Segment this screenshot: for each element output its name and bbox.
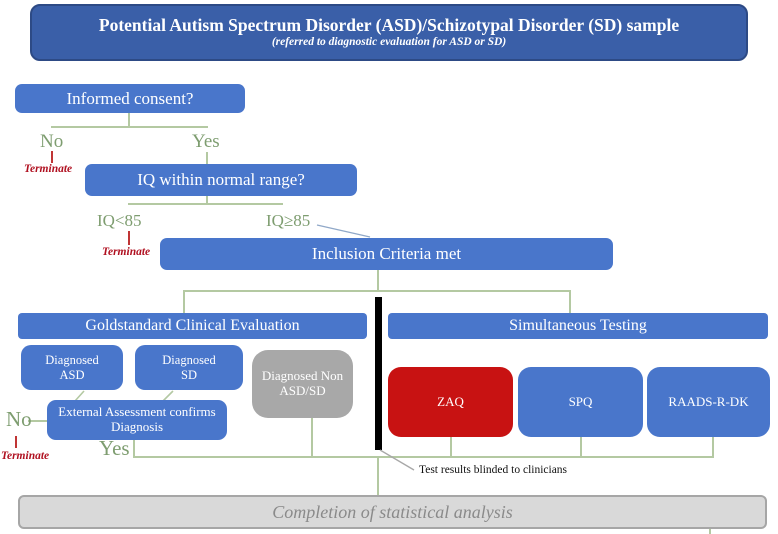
node-raads: RAADS-R-DK xyxy=(647,367,770,437)
connector-merge-horizontal xyxy=(133,456,714,458)
node-simultaneous-label: Simultaneous Testing xyxy=(509,316,647,334)
terminate-label-consent: Terminate xyxy=(24,163,73,175)
page-title: Potential Autism Spectrum Disorder (ASD)… xyxy=(98,15,680,36)
node-iq-range: IQ within normal range? xyxy=(85,164,357,196)
node-diagnosed-sd: Diagnosed SD xyxy=(135,345,243,390)
node-informed-consent-label: Informed consent? xyxy=(66,88,194,108)
connector-to-completion xyxy=(377,456,379,495)
node-inclusion-criteria: Inclusion Criteria met xyxy=(160,238,613,270)
connector-no2-dash xyxy=(28,420,47,422)
connector-arms-branch xyxy=(183,290,571,292)
connector-inclusion-down xyxy=(377,270,379,290)
connector-iq-branch xyxy=(128,203,283,205)
node-completion-analysis: Completion of statistical analysis xyxy=(18,495,767,529)
connector-nonasd-down xyxy=(311,418,313,456)
connector-consent-branch xyxy=(51,126,208,128)
connector-spq-down xyxy=(580,437,582,456)
terminate-label-iq: Terminate xyxy=(102,246,151,258)
node-spq: SPQ xyxy=(518,367,643,437)
node-goldstandard-evaluation: Goldstandard Clinical Evaluation xyxy=(18,313,367,339)
branch-label-yes-external: Yes xyxy=(99,436,130,460)
node-goldstandard-label: Goldstandard Clinical Evaluation xyxy=(85,316,300,334)
connector-simultaneous-drop xyxy=(569,290,571,313)
node-diagnosed-sd-label: Diagnosed SD xyxy=(162,353,216,382)
node-diagnosed-asd: Diagnosed ASD xyxy=(21,345,123,390)
node-informed-consent: Informed consent? xyxy=(15,84,245,113)
connector-no2-terminate xyxy=(15,436,17,448)
node-diagnosed-non-label: Diagnosed Non ASD/SD xyxy=(261,368,344,398)
connector-iq-down xyxy=(206,196,208,203)
node-diagnosed-non-asd-sd: Diagnosed Non ASD/SD xyxy=(252,350,353,418)
leader-blinded-note xyxy=(379,449,415,471)
branch-label-iq-low: IQ<85 xyxy=(97,211,142,230)
branch-label-yes-consent: Yes xyxy=(192,131,220,152)
connector-no1-terminate xyxy=(51,151,53,163)
node-inclusion-criteria-label: Inclusion Criteria met xyxy=(311,244,462,264)
connector-raads-down xyxy=(712,437,714,456)
leader-iqhigh-to-inclusion xyxy=(316,224,371,238)
connector-consent-down xyxy=(128,112,130,126)
branch-label-iq-high: IQ≥85 xyxy=(266,211,311,230)
node-external-assessment-label: External Assessment confirms Diagnosis xyxy=(58,404,216,434)
branch-label-no-external: No xyxy=(6,407,32,431)
blinding-divider-bar xyxy=(375,297,382,450)
page-subtitle: (referred to diagnostic evaluation for A… xyxy=(271,36,507,49)
connector-iqlow-terminate xyxy=(128,231,130,245)
header-box: Potential Autism Spectrum Disorder (ASD)… xyxy=(30,4,748,61)
terminate-label-external: Terminate xyxy=(1,450,50,462)
connector-zaq-down xyxy=(450,437,452,456)
node-raads-label: RAADS-R-DK xyxy=(668,393,749,409)
node-spq-label: SPQ xyxy=(568,393,593,409)
node-diagnosed-asd-label: Diagnosed ASD xyxy=(45,353,99,382)
node-zaq: ZAQ xyxy=(388,367,513,437)
branch-label-no-consent: No xyxy=(40,131,64,152)
connector-goldstandard-drop xyxy=(183,290,185,313)
node-zaq-label: ZAQ xyxy=(437,393,464,409)
node-simultaneous-testing: Simultaneous Testing xyxy=(388,313,768,339)
node-external-assessment: External Assessment confirms Diagnosis xyxy=(47,400,227,440)
blinded-note: Test results blinded to clinicians xyxy=(419,464,568,476)
node-iq-range-label: IQ within normal range? xyxy=(137,170,305,190)
node-completion-label: Completion of statistical analysis xyxy=(272,501,513,522)
connector-yes1-down xyxy=(206,152,208,164)
connector-external-down xyxy=(133,440,135,457)
